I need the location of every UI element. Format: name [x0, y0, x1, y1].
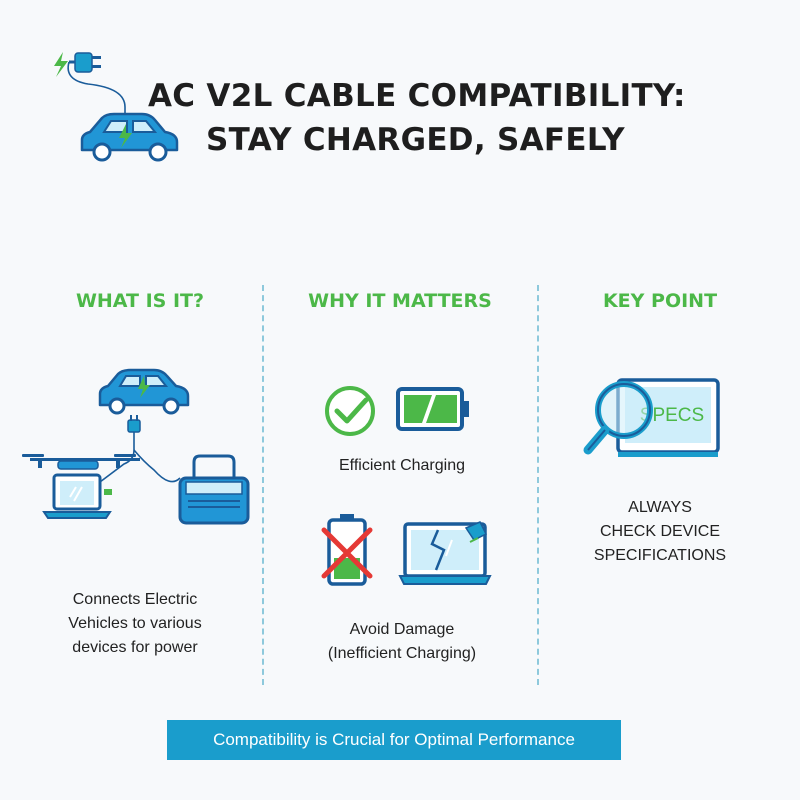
- specs-icon-text: SPECS: [640, 405, 704, 426]
- avoid-damage-label: Avoid Damage (Inefficient Charging): [292, 618, 512, 666]
- why-it-matters-heading: WHY IT MATTERS: [308, 290, 492, 312]
- compatibility-banner: Compatibility is Crucial for Optimal Per…: [167, 720, 621, 760]
- ev-plug-car-icon: [54, 52, 179, 162]
- ev-powering-devices-icon: [22, 368, 250, 525]
- what-is-it-heading: WHAT IS IT?: [75, 290, 205, 312]
- what-is-it-description: Connects Electric Vehicles to various de…: [30, 588, 240, 660]
- description-line: Vehicles to various: [68, 615, 202, 632]
- magnifier-specs-icon: SPECS: [583, 378, 720, 457]
- title-line-2: STAY CHARGED, SAFELY: [206, 122, 625, 158]
- crossed-battery-icon: [321, 514, 373, 586]
- title-line-1: AC V2L CABLE COMPATIBILITY:: [148, 78, 686, 114]
- key-point-line: ALWAYS: [628, 499, 692, 516]
- broken-device-icon: [398, 521, 492, 585]
- key-point-description: ALWAYS CHECK DEVICE SPECIFICATIONS: [555, 496, 765, 568]
- key-point-line: SPECIFICATIONS: [593, 547, 727, 564]
- efficient-charging-icons: [325, 386, 469, 436]
- full-battery-icon: [396, 387, 469, 431]
- column-divider: [262, 285, 264, 685]
- description-line: devices for power: [72, 639, 198, 656]
- checkmark-icon: [325, 386, 375, 436]
- efficient-charging-label: Efficient Charging: [339, 457, 465, 474]
- description-line: Connects Electric: [72, 591, 198, 608]
- key-point-heading: KEY POINT: [602, 290, 718, 312]
- key-point-line: CHECK DEVICE: [599, 523, 721, 540]
- avoid-damage-line: (Inefficient Charging): [327, 645, 477, 662]
- page-title: AC V2L CABLE COMPATIBILITY: STAY CHARGED…: [148, 74, 768, 162]
- avoid-damage-icons: [321, 514, 492, 586]
- column-divider: [537, 285, 539, 685]
- avoid-damage-line: Avoid Damage: [349, 621, 455, 638]
